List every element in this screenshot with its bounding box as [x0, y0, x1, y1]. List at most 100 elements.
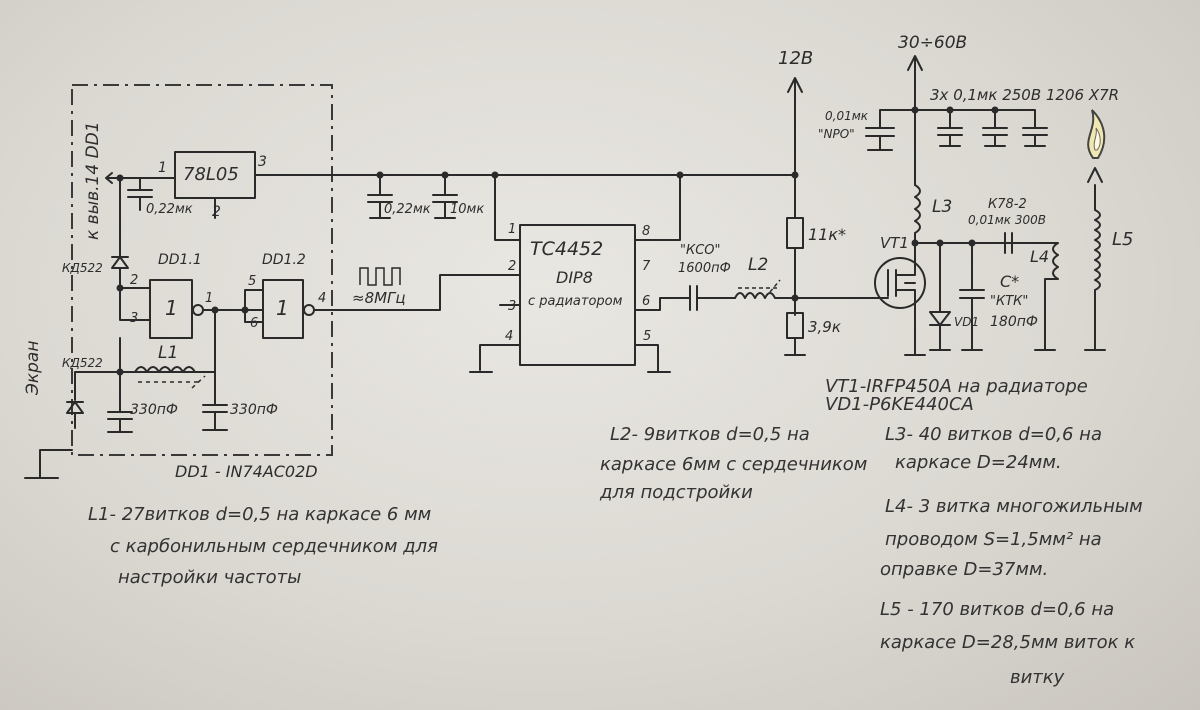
arrow-hv: [907, 55, 923, 71]
diode-kd522-top-label: КД522: [62, 261, 103, 275]
note-l1-b: с карбонильным сердечником для: [110, 536, 438, 557]
coupling-kco-label: "КСО": [680, 243, 721, 258]
note-l1-a: L1- 27витков d=0,5 на каркасе 6 мм: [88, 504, 431, 525]
screen-ground-wire: [24, 449, 73, 479]
l2-core: [738, 279, 781, 293]
tvs-vd1: [929, 242, 951, 351]
gate-dd11-pin3: 3: [130, 311, 138, 326]
left-power-bus: [119, 177, 151, 321]
inductor-l1-label: L1: [158, 343, 178, 363]
vd1-label: VD1: [954, 315, 979, 329]
regulator-pin3: 3: [258, 154, 267, 170]
reg-cap: [127, 177, 153, 211]
reg-cap-label: 0,22мк: [146, 202, 193, 217]
resistor-3k9-label: 3,9к: [808, 318, 841, 336]
gate-dd12-pin5: 5: [248, 274, 256, 289]
mosfet-vt1: [874, 257, 926, 309]
cap-330-left-label: 330пФ: [130, 402, 178, 418]
l5-arrow: [1087, 167, 1103, 183]
dd1-chip-label: DD1 - IN74AC02D: [175, 462, 318, 481]
regulator-pin2: 2: [212, 204, 221, 220]
gate-dd12-pin4: 4: [318, 291, 326, 306]
arrow-12v: [787, 77, 803, 93]
cap-022-top-label: 0,22мк: [384, 202, 431, 217]
cap-330-right-label: 330пФ: [230, 402, 278, 418]
diode-kd522-top: [111, 256, 129, 269]
regulator-name: 78L05: [183, 164, 239, 185]
osc-output-wire: [313, 274, 521, 311]
driver-pin3: 3: [508, 299, 516, 314]
power-pin-label: к выв.14 DD1: [83, 121, 103, 240]
cap-npo: [865, 127, 895, 151]
note-l4-c: оправке D=37мм.: [880, 559, 1048, 580]
cap-npo-label: "NPO": [818, 127, 855, 141]
note-l5-b: каркасе D=28,5мм виток к: [880, 632, 1135, 653]
inductor-l2-label: L2: [748, 255, 768, 275]
note-l2-a: L2- 9витков d=0,5 на: [610, 424, 810, 445]
resistor-11k: [786, 217, 804, 249]
note-l3-b: каркасе D=24мм.: [895, 452, 1062, 473]
resistor-11k-label: 11к*: [808, 225, 846, 244]
cap-330-right: [202, 371, 228, 431]
note-l4-b: проводом S=1,5мм² на: [885, 529, 1102, 550]
note-l2-c: для подстройки: [599, 482, 753, 503]
inductor-l4-label: L4: [1030, 247, 1049, 266]
regulator-pin1: 1: [158, 160, 167, 176]
inductor-l5: [1094, 184, 1101, 351]
note-l3-a: L3- 40 витков d=0,6 на: [885, 424, 1102, 445]
driver-pin1: 1: [508, 222, 516, 237]
inductor-l3-label: L3: [932, 197, 952, 217]
cap-bank: [937, 127, 1048, 147]
driver-pin5: 5: [643, 329, 651, 344]
cap-ktk-val: 180пФ: [990, 314, 1038, 330]
gate-dd12-label: DD1.2: [262, 252, 306, 268]
cap-022-top: [367, 174, 393, 219]
gate-dd12-sym: 1: [276, 296, 289, 320]
driver-wires: [469, 174, 681, 373]
cap-10-top-label: 10мк: [450, 202, 484, 217]
gate-dd11-label: DD1.1: [158, 252, 202, 268]
driver-pin2: 2: [508, 259, 516, 274]
gate-dd12: [262, 279, 304, 339]
inductor-l4: [1044, 242, 1059, 351]
rail-12v: [784, 79, 881, 356]
supply-hv-label: 30÷60В: [898, 33, 967, 53]
osc-freq-label: ≈8МГц: [352, 289, 406, 307]
note-l4-a: L4- 3 витка многожильным: [885, 496, 1143, 517]
coupling-cap: [679, 285, 736, 311]
mosfet-vt1-leads: [879, 242, 1046, 356]
driver-pin6: 6: [642, 294, 650, 309]
cap-ktk: [959, 242, 985, 351]
cap-k78-val: 0,01мк 300В: [968, 213, 1046, 227]
cap-ktk-label: "КТК": [990, 294, 1028, 309]
inductor-l5-label: L5: [1112, 229, 1133, 250]
gate-dd12-bubble: [303, 304, 315, 316]
coupling-val-label: 1600пФ: [678, 261, 731, 276]
grounds-right: [904, 349, 1106, 356]
osc-bottom-wire: [74, 337, 216, 413]
cap-k78: [1004, 232, 1013, 254]
diode-kd522-bottom-label: КД522: [62, 356, 103, 370]
inductor-l2: [734, 292, 796, 299]
note-l2-b: каркасе 6мм с сердечником: [600, 454, 867, 475]
l1-core: [138, 375, 206, 389]
cap-10-top: [432, 174, 458, 219]
cap-330-left: [107, 411, 133, 433]
cap-k78-label: К78-2: [988, 197, 1027, 212]
gate-dd11-pin2: 2: [130, 273, 138, 288]
gate-dd11-sym: 1: [165, 296, 178, 320]
supply-12v-label: 12В: [778, 48, 813, 69]
screen-label: Экран: [23, 341, 43, 396]
driver-pin8: 8: [642, 224, 650, 239]
note-l5-a: L5 - 170 витков d=0,6 на: [880, 599, 1114, 620]
gate-dd11: [149, 279, 193, 339]
rail-hv: [879, 57, 1036, 186]
cap-cstar-label: C*: [1000, 272, 1019, 291]
regulator-wires: [119, 174, 796, 219]
driver-pkg: DIP8: [556, 268, 593, 287]
driver-pin7: 7: [642, 259, 651, 274]
vt1-label: VT1: [880, 234, 909, 252]
gate-dd11-pin1: 1: [205, 291, 213, 306]
gate-dd12-pin6: 6: [250, 316, 258, 331]
